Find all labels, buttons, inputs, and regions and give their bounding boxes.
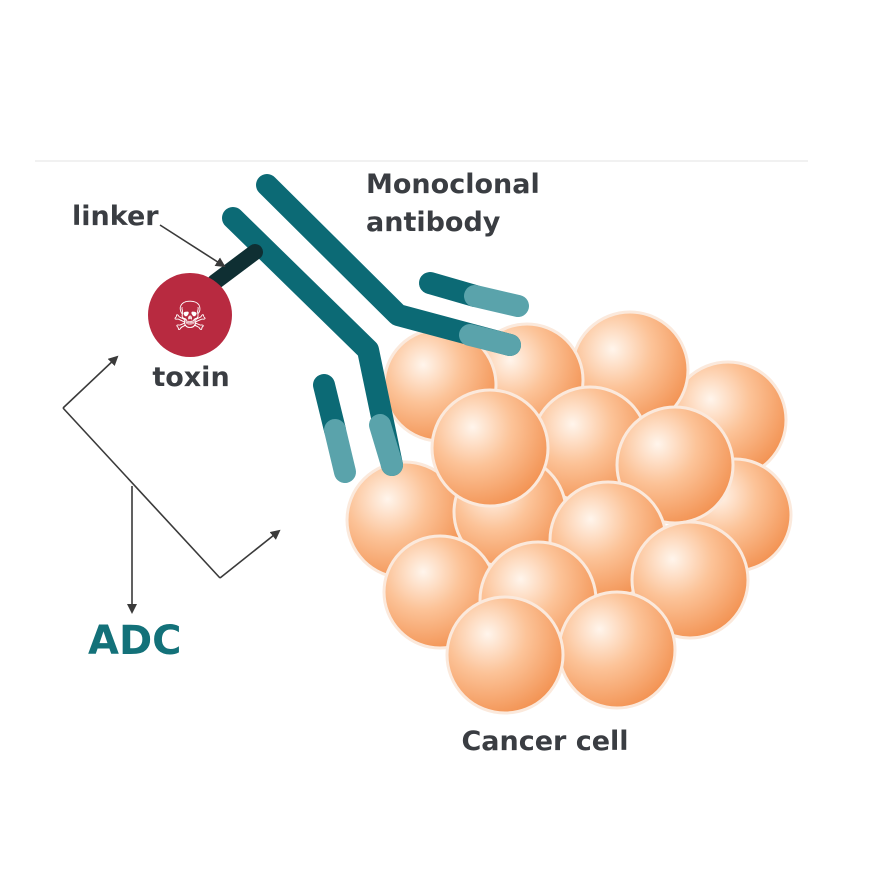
antibody-label-line2: antibody	[366, 207, 501, 238]
cell	[445, 595, 565, 715]
skull-icon: ☠	[172, 294, 208, 340]
toxin: ☠	[148, 273, 232, 357]
cancer-cell-label: Cancer cell	[461, 726, 628, 757]
cell	[430, 388, 550, 508]
adc-bracket	[62, 355, 281, 614]
antibody-label-line1: Monoclonal	[366, 169, 540, 200]
adc-arrow-upper	[62, 355, 119, 409]
linker-label: linker	[72, 201, 159, 232]
antibody-tip-upper	[459, 324, 521, 356]
antibody-light-tip-lower	[324, 419, 356, 483]
cell	[557, 590, 677, 710]
toxin-circle	[148, 273, 232, 357]
antibody-light-tip-upper	[464, 285, 529, 317]
cell	[630, 520, 750, 640]
cancer-cell-cluster	[345, 310, 793, 715]
adc-bracket-line	[62, 407, 221, 579]
linker-bar	[207, 244, 263, 290]
antibody-tip-lower	[369, 414, 403, 476]
linker-pointer-arrow	[159, 224, 226, 268]
adc-arrow-right	[219, 529, 281, 579]
toxin-label: toxin	[152, 362, 229, 393]
adc-label: ADC	[88, 618, 182, 664]
monoclonal-antibody	[222, 174, 529, 483]
